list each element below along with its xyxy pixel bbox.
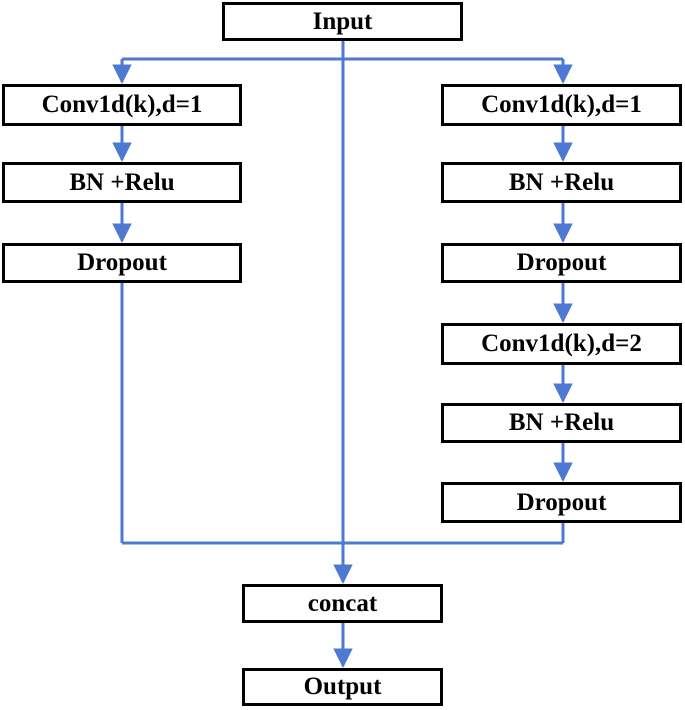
node-right-dropout-2: Dropout [441,482,682,523]
node-right-dropout-1: Dropout [441,243,682,283]
node-concat: concat [242,584,443,623]
node-right-bn-relu-2: BN +Relu [441,403,682,443]
node-left-bn-relu: BN +Relu [2,162,242,203]
node-input: Input [222,2,463,41]
node-right-conv1d-d2: Conv1d(k),d=2 [441,323,682,365]
node-output: Output [242,668,443,706]
node-right-conv1d-d1: Conv1d(k),d=1 [441,84,682,126]
node-left-dropout: Dropout [2,243,242,283]
node-right-bn-relu-1: BN +Relu [441,162,682,203]
node-left-conv1d-d1: Conv1d(k),d=1 [2,84,242,126]
